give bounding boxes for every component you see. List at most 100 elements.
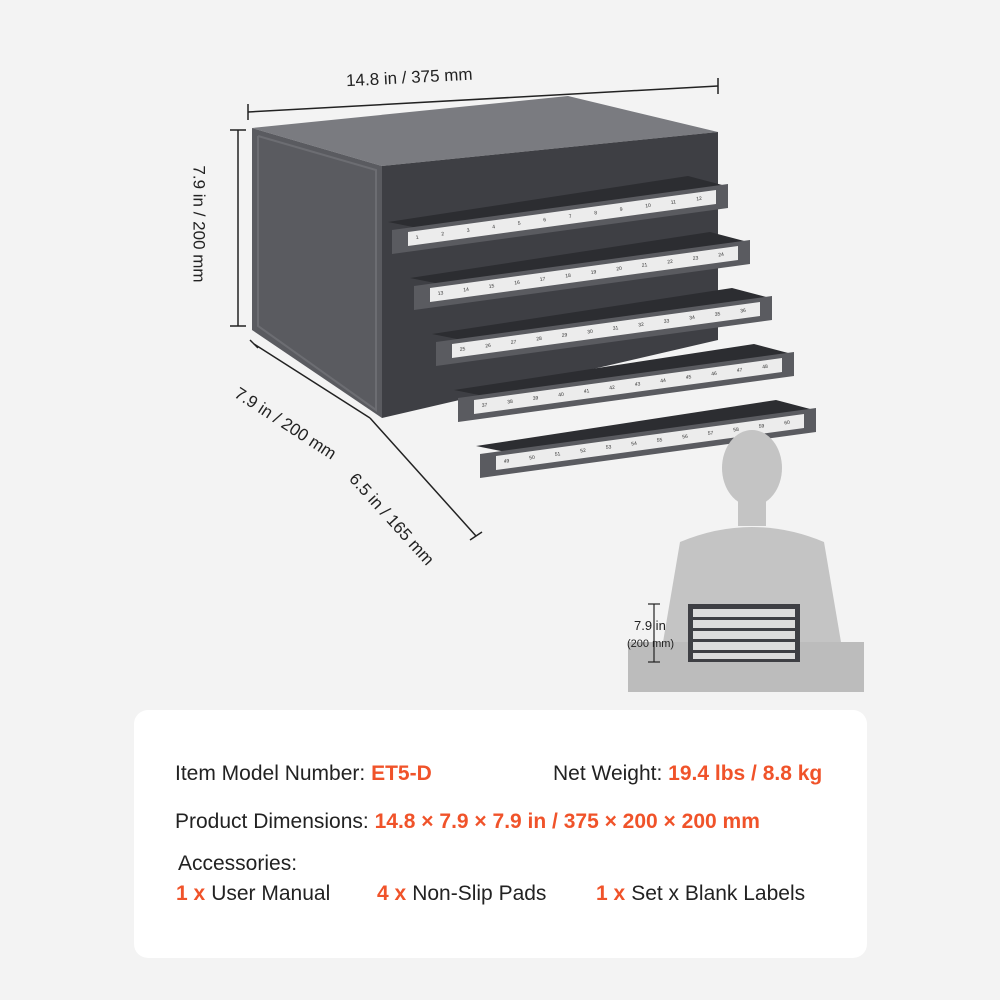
accessories-title: Accessories: bbox=[178, 852, 298, 875]
depth-dimension-line bbox=[253, 343, 371, 419]
drawer-slot-number: 25 bbox=[459, 346, 466, 353]
weight-label: Net Weight: bbox=[553, 762, 663, 785]
accessory-name: User Manual bbox=[211, 882, 331, 905]
drawer-slot-number: 5 bbox=[517, 221, 521, 227]
spec-card bbox=[134, 710, 867, 958]
accessory-qty: 1 x bbox=[596, 882, 626, 905]
drawer-slot-number: 56 bbox=[682, 434, 689, 441]
drawer-slot-number: 37 bbox=[481, 402, 488, 409]
drawer-stack: 1234567891011121314151617181920212223242… bbox=[388, 176, 816, 478]
drawer-slot-number: 19 bbox=[590, 269, 597, 276]
width-dimension-line bbox=[247, 85, 719, 113]
drawer-slot-number: 55 bbox=[656, 437, 663, 444]
drawer-slot-number: 41 bbox=[583, 388, 590, 395]
drawer-slot-number: 31 bbox=[612, 325, 619, 332]
drawer-label-strip bbox=[452, 302, 760, 358]
drawer-slot-number: 24 bbox=[718, 252, 725, 259]
drawer-slot-number: 3 bbox=[466, 228, 470, 234]
height-label: 7.9 in / 200 mm bbox=[189, 165, 209, 283]
accessory-name: Set x Blank Labels bbox=[631, 882, 806, 905]
drawer-label-strip bbox=[496, 414, 804, 470]
weight-value: 19.4 lbs / 8.8 kg bbox=[668, 762, 823, 785]
drawer-slot-number: 21 bbox=[641, 262, 648, 269]
drawer-slot-number: 11 bbox=[670, 199, 676, 206]
drawer-slot-number: 14 bbox=[463, 287, 470, 294]
drawer-slot-number: 27 bbox=[510, 339, 517, 346]
drawer-slot-number: 45 bbox=[685, 374, 692, 381]
drawer-slot-number: 60 bbox=[784, 420, 791, 427]
drawer-slot-number: 47 bbox=[736, 367, 743, 374]
drawer-slot-number: 38 bbox=[507, 399, 514, 406]
model-row: Item Model Number: ET5-D bbox=[175, 762, 432, 786]
drawer-slot-number: 58 bbox=[733, 427, 740, 434]
drawer-slot-number: 49 bbox=[503, 458, 510, 465]
drawer-slot-number: 46 bbox=[711, 371, 718, 378]
drawer-slot-number: 8 bbox=[594, 210, 598, 216]
drawer-slot-number: 32 bbox=[638, 322, 645, 329]
drawer-slot-number: 39 bbox=[532, 395, 539, 402]
model-value: ET5-D bbox=[371, 762, 432, 785]
drawer-slot-number: 52 bbox=[580, 448, 587, 455]
dimensions-value: 14.8 × 7.9 × 7.9 in / 375 × 200 × 200 mm bbox=[374, 810, 760, 833]
drawer-slot-number: 54 bbox=[631, 441, 638, 448]
drawer-slot-number: 17 bbox=[539, 276, 546, 283]
drawer-slot-number: 2 bbox=[441, 231, 445, 237]
drawer-slot-number: 23 bbox=[692, 255, 699, 262]
drawer-depth-dimension-line bbox=[369, 417, 477, 537]
cabinet-side bbox=[252, 128, 382, 418]
mini-cabinet bbox=[688, 604, 800, 662]
drawer-slot-number: 44 bbox=[660, 378, 667, 385]
drawer[interactable]: 37 38 39 40 41 42 43 44 45 46 47 48 bbox=[454, 344, 794, 422]
mini-height-label: 7.9 in bbox=[634, 618, 666, 633]
accessory-qty: 4 x bbox=[377, 882, 407, 905]
drawer-slot-number: 43 bbox=[634, 381, 641, 388]
drawer-slot-number: 59 bbox=[758, 423, 765, 430]
dimensions-row: Product Dimensions: 14.8 × 7.9 × 7.9 in … bbox=[175, 810, 760, 834]
drawer-slot-number: 29 bbox=[561, 332, 568, 339]
cabinet-top bbox=[252, 96, 718, 166]
drawer-slot-number: 4 bbox=[492, 224, 496, 230]
drawer-slot-number: 30 bbox=[587, 329, 594, 336]
drawer-slot-number: 13 bbox=[437, 290, 444, 297]
drawer-slot-number: 10 bbox=[645, 203, 652, 210]
accessory-qty: 1 x bbox=[176, 882, 206, 905]
model-label: Item Model Number: bbox=[175, 762, 366, 785]
drawer-slot-number: 9 bbox=[619, 207, 623, 213]
drawer-slot-number: 20 bbox=[616, 266, 623, 273]
drawer-slot-number: 12 bbox=[696, 196, 703, 203]
drawer-slot-number: 7 bbox=[568, 214, 572, 220]
drawer-slot-number: 6 bbox=[543, 217, 547, 223]
drawer[interactable]: 25 26 27 28 29 30 31 32 33 34 35 36 bbox=[432, 288, 772, 366]
drawer-slot-number: 26 bbox=[485, 343, 492, 350]
drawer-slot-number: 1 bbox=[415, 235, 419, 241]
drawer-slot-number: 51 bbox=[554, 451, 561, 458]
drawer-slot-number: 15 bbox=[488, 283, 495, 290]
drawer-slot-number: 16 bbox=[514, 280, 521, 287]
drawer-slot-number: 34 bbox=[689, 315, 696, 322]
drawer-label-strip bbox=[474, 358, 782, 414]
accessory-name: Non-Slip Pads bbox=[412, 882, 547, 905]
drawer-slot-number: 22 bbox=[667, 259, 674, 266]
drawer-slot-number: 35 bbox=[714, 311, 721, 318]
drawer-label-strip bbox=[430, 246, 738, 302]
weight-row: Net Weight: 19.4 lbs / 8.8 kg bbox=[553, 762, 822, 786]
drawer-label-strip bbox=[408, 190, 716, 246]
cabinet-drawing: 1234567891011121314151617181920212223242… bbox=[230, 78, 864, 692]
drawer-slot-number: 18 bbox=[565, 273, 572, 280]
mini-height-sub: (200 mm) bbox=[627, 638, 675, 650]
dimensions-label: Product Dimensions: bbox=[175, 810, 369, 833]
drawer-slot-number: 36 bbox=[740, 308, 747, 315]
drawer-slot-number: 28 bbox=[536, 336, 543, 343]
drawer-slot-number: 40 bbox=[558, 392, 565, 399]
drawer-slot-number: 42 bbox=[609, 385, 616, 392]
drawer-slot-number: 57 bbox=[707, 430, 714, 437]
drawer-slot-number: 33 bbox=[663, 318, 670, 325]
drawer-slot-number: 48 bbox=[762, 364, 769, 371]
